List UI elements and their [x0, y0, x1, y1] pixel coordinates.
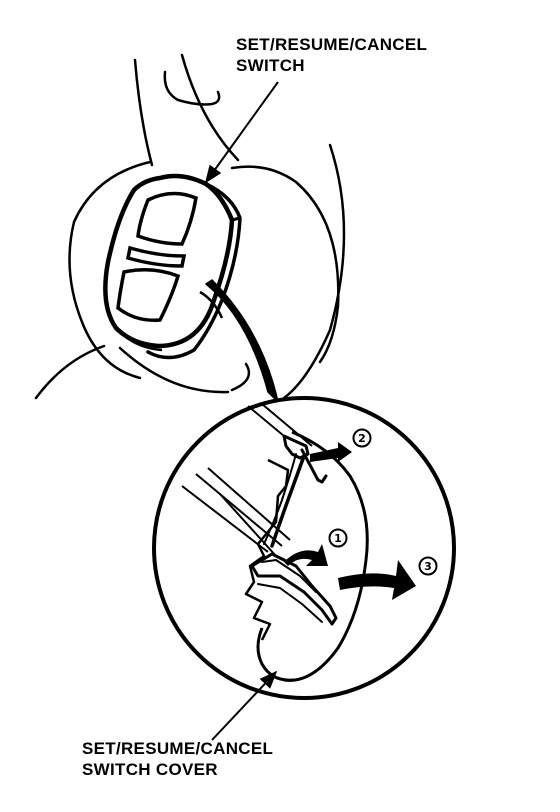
switch-label-line-1: SET/RESUME/CANCEL	[236, 35, 428, 54]
detail-view: 2 1 3	[152, 396, 456, 700]
svg-text:1: 1	[334, 532, 342, 545]
step-marker-1: 1	[328, 528, 348, 548]
svg-text:3: 3	[424, 560, 432, 573]
leader-arrow-cover-icon	[211, 670, 278, 741]
switch-label: SET/RESUME/CANCEL SWITCH	[236, 34, 427, 76]
cover-label: SET/RESUME/CANCEL SWITCH COVER	[82, 738, 273, 780]
arrow-step-3-icon	[338, 560, 416, 600]
step-marker-3: 3	[418, 556, 438, 576]
switch-label-line-2: SWITCH	[236, 56, 305, 75]
cover-label-line-2: SWITCH COVER	[82, 760, 218, 779]
arrow-step-1-icon	[284, 544, 328, 566]
svg-text:2: 2	[358, 432, 366, 445]
arrow-step-2-icon	[310, 442, 352, 462]
steering-wheel-outline	[34, 53, 346, 400]
cover-label-line-1: SET/RESUME/CANCEL	[82, 739, 274, 758]
step-marker-2: 2	[352, 428, 372, 448]
leader-arrow-switch-icon	[204, 81, 279, 184]
set-resume-cancel-switch	[103, 173, 242, 360]
retaining-clip	[250, 434, 338, 626]
